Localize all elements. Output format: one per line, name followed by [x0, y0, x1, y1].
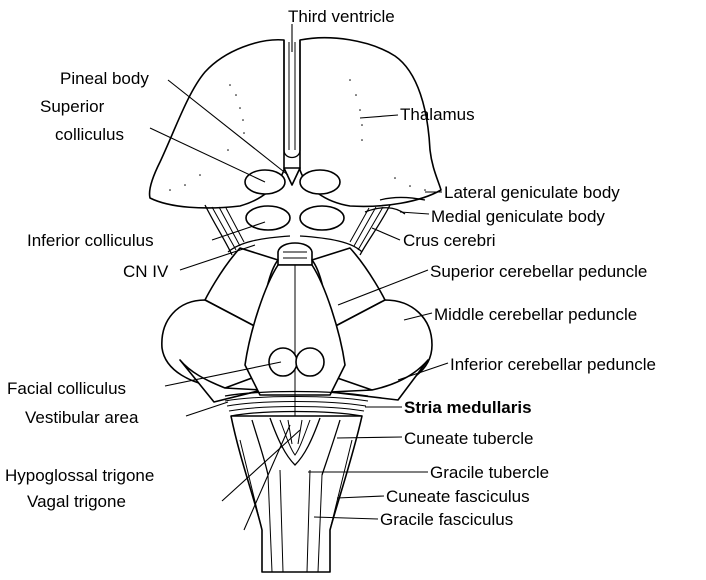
label-lateral-geniculate-body: Lateral geniculate body — [444, 183, 620, 202]
right-inferior-colliculus — [300, 206, 344, 230]
label-pineal-body: Pineal body — [60, 69, 149, 88]
label-third-ventricle: Third ventricle — [288, 7, 395, 26]
label-thalamus: Thalamus — [400, 105, 475, 124]
right-superior-colliculus — [300, 170, 340, 194]
label-superior-colliculus-2: colliculus — [55, 125, 124, 144]
label-cuneate-tubercle: Cuneate tubercle — [404, 429, 533, 448]
label-cuneate-fasciculus: Cuneate fasciculus — [386, 487, 530, 506]
label-stria-medullaris: Stria medullaris — [404, 398, 532, 417]
label-vestibular-area: Vestibular area — [25, 408, 139, 427]
label-superior-cerebellar-peduncle: Superior cerebellar peduncle — [430, 262, 647, 281]
superior-medullary-velum — [278, 243, 312, 265]
label-gracile-fasciculus: Gracile fasciculus — [380, 510, 513, 529]
medulla — [231, 416, 362, 572]
label-cn-iv: CN IV — [123, 262, 169, 281]
label-vagal-trigone: Vagal trigone — [27, 492, 126, 511]
label-superior-colliculus-1: Superior — [40, 97, 105, 116]
third-ventricle-slit — [284, 40, 300, 158]
label-crus-cerebri: Crus cerebri — [403, 231, 496, 250]
label-facial-colliculus: Facial colliculus — [7, 379, 126, 398]
pineal-body — [284, 168, 300, 185]
label-hypoglossal-trigone: Hypoglossal trigone — [5, 466, 154, 485]
label-inferior-colliculus: Inferior colliculus — [27, 231, 154, 250]
right-facial-colliculus — [296, 348, 324, 376]
left-crus-cerebri — [205, 205, 244, 255]
label-inferior-cerebellar-peduncle: Inferior cerebellar peduncle — [450, 355, 656, 374]
label-gracile-tubercle: Gracile tubercle — [430, 463, 549, 482]
third-ventricle-inner — [289, 42, 295, 150]
label-middle-cerebellar-peduncle: Middle cerebellar peduncle — [434, 305, 637, 324]
label-medial-geniculate-body: Medial geniculate body — [431, 207, 605, 226]
left-facial-colliculus — [269, 348, 297, 376]
